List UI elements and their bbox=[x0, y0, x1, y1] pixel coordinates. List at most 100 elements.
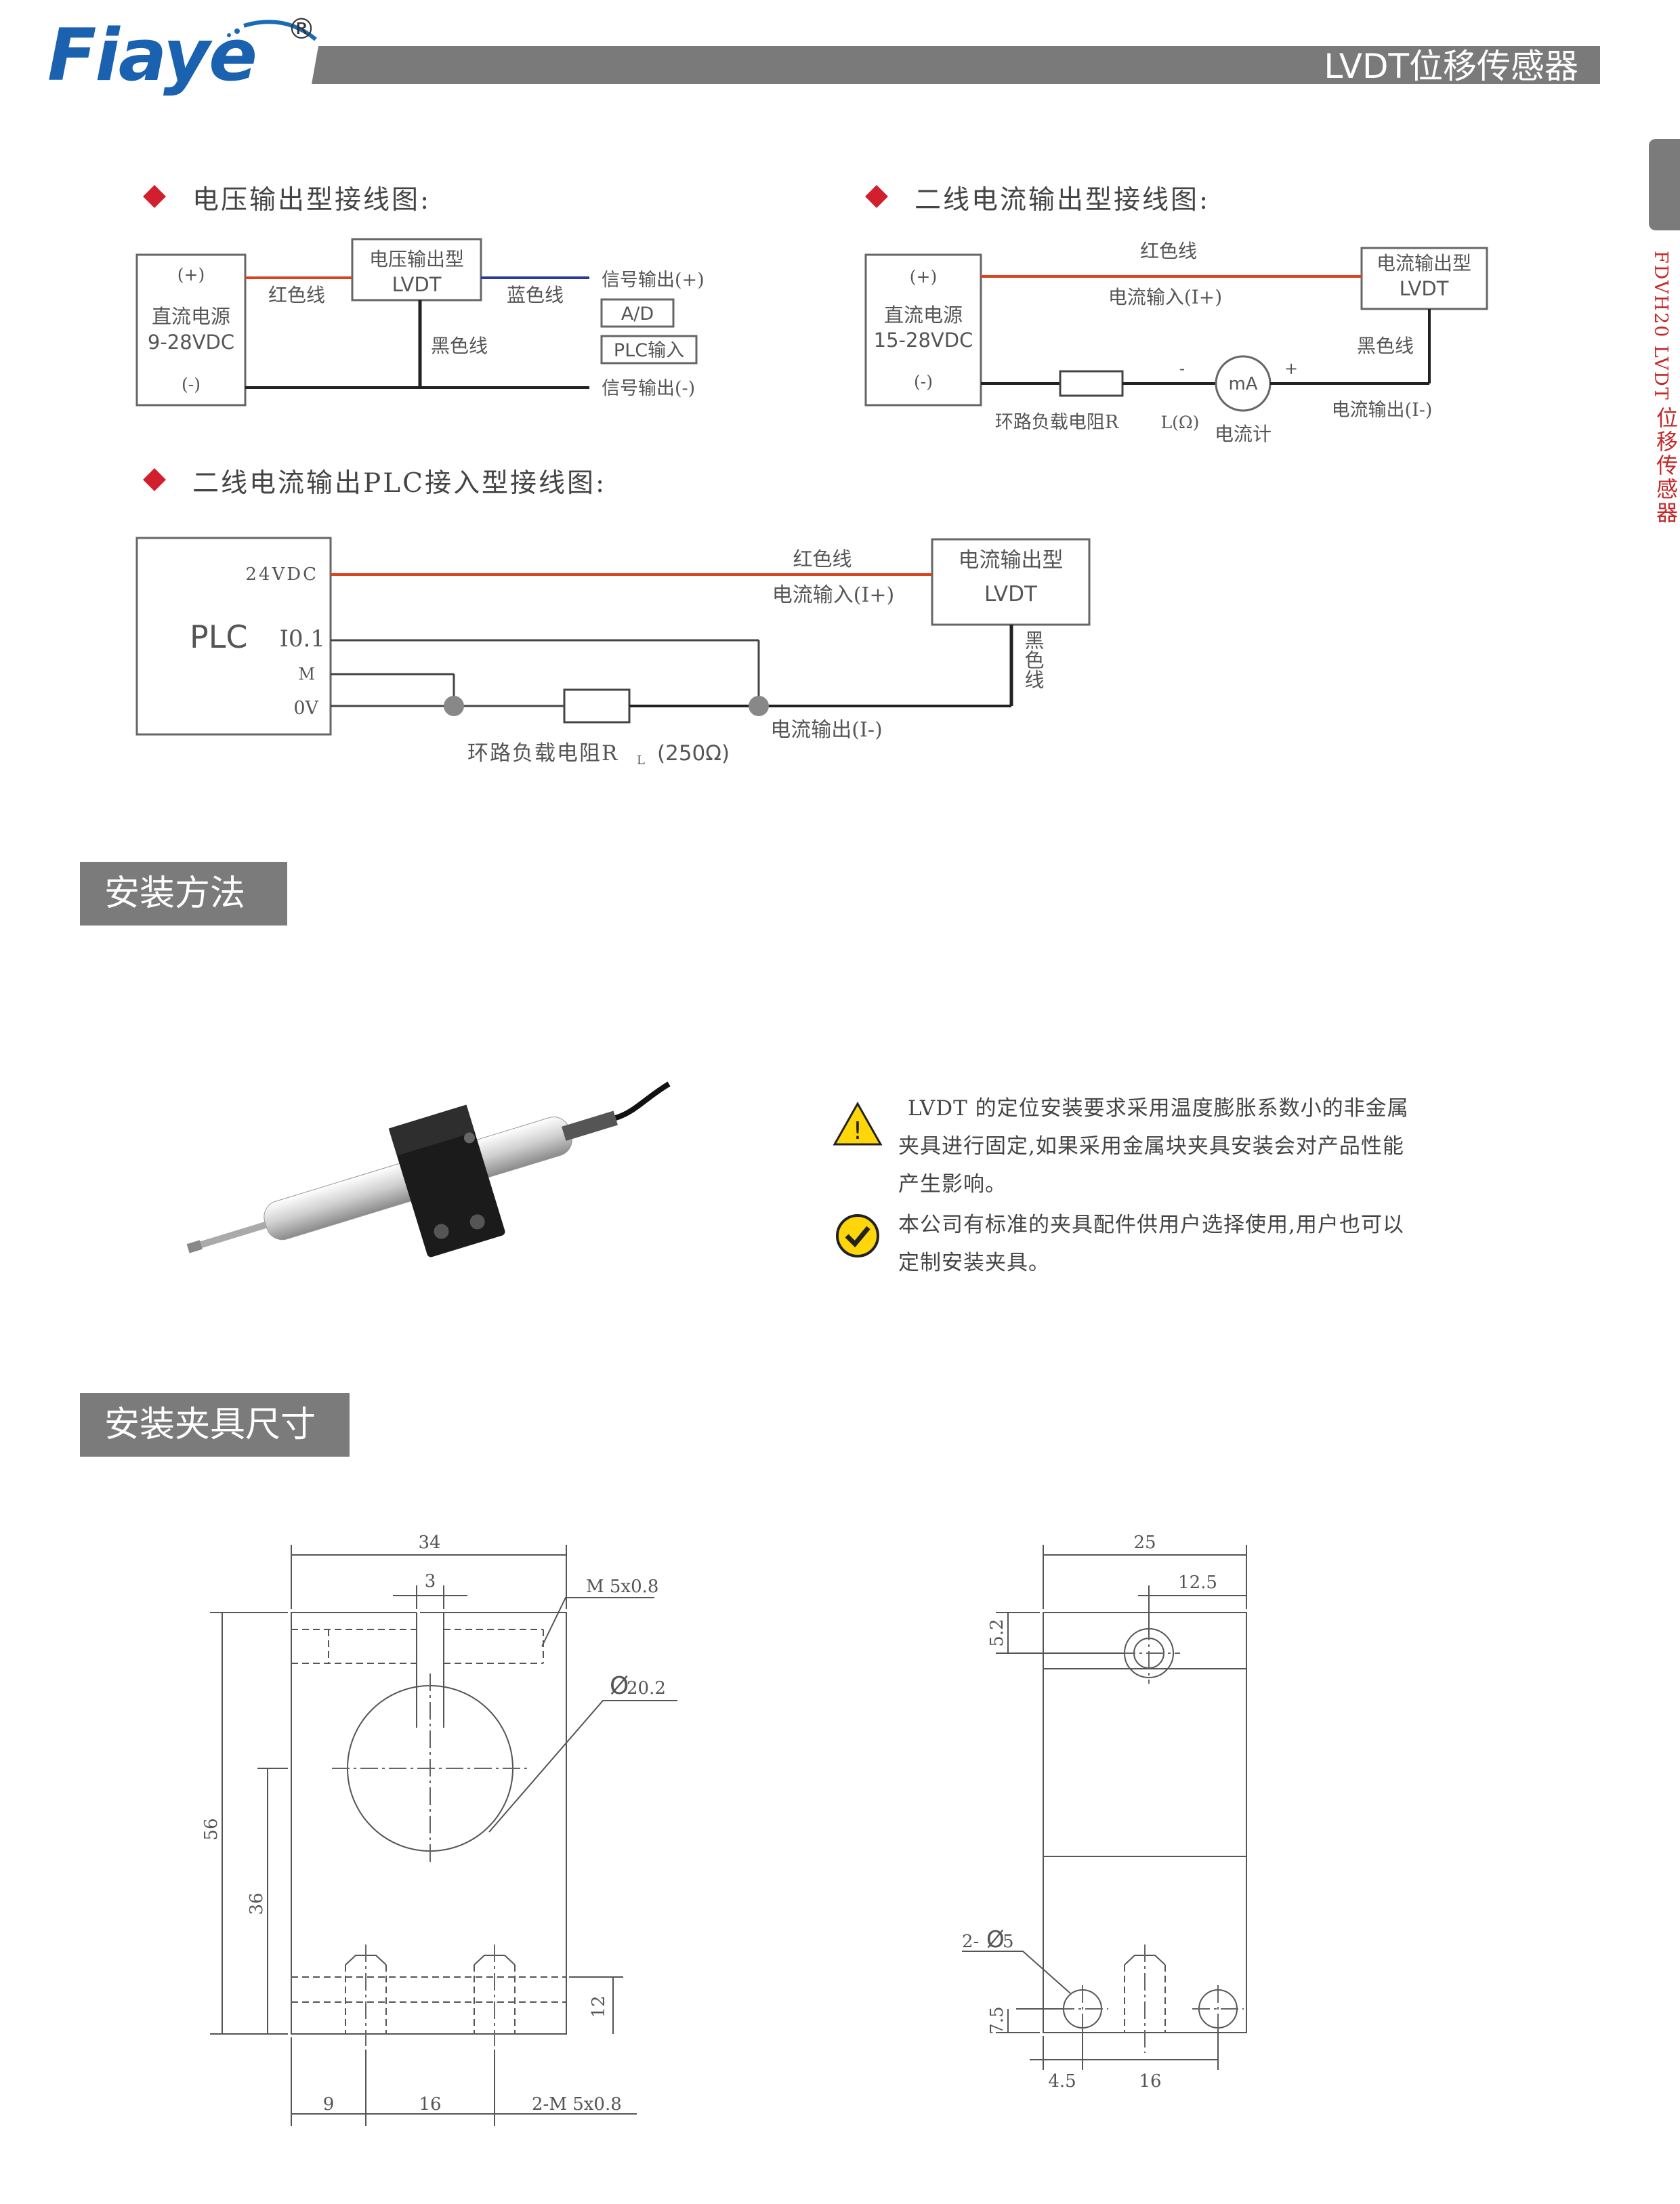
load-resistor-label: 环路负载电阻R bbox=[467, 741, 618, 766]
side-category: 位移传感器 bbox=[1653, 407, 1679, 525]
fixture-front-drawing: 34 3 M 5x0.8 Ø 20.2 56 36 12 9 16 2-M 5x… bbox=[201, 1533, 677, 2126]
current-wiring-diagram: (+) 直流电源 15-28VDC (-) 红色线 电流输入(I+) 电流输出型… bbox=[864, 240, 1488, 445]
diamond-icon bbox=[143, 468, 166, 491]
lvdt-type: 电流输出型 bbox=[1377, 252, 1471, 274]
warning-line: 夹具进行固定,如果采用金属块夹具安装会对产品性能 bbox=[898, 1134, 1404, 1159]
load-subscript: L bbox=[637, 753, 645, 768]
meter-label: mA bbox=[1228, 374, 1257, 394]
check-note: 本公司有标准的夹具配件供用户选择使用,用户也可以 定制安装夹具。 bbox=[898, 1206, 1481, 1282]
side-tab bbox=[1649, 139, 1680, 230]
supply-plus: (+) bbox=[910, 267, 937, 287]
load-resistor bbox=[1059, 370, 1124, 397]
dim-spacing: 16 bbox=[1139, 2071, 1161, 2092]
diamond-icon bbox=[143, 185, 166, 208]
black-wire-label: 黑色线 bbox=[1022, 630, 1045, 689]
dim-thread-bottom: 2-M 5x0.8 bbox=[532, 2094, 622, 2115]
dim-hole-height: 12 bbox=[589, 1995, 609, 2018]
plc-box bbox=[135, 537, 332, 736]
dim-width: 25 bbox=[1133, 1533, 1156, 1553]
junction-node bbox=[444, 696, 464, 716]
check-line: 本公司有标准的夹具配件供用户选择使用,用户也可以 bbox=[898, 1213, 1404, 1237]
brand-logo: Fiaye bbox=[47, 14, 257, 97]
ad-box bbox=[600, 298, 675, 328]
diameter-symbol-icon: Ø bbox=[610, 1672, 629, 1700]
page-title: LVDT位移传感器 bbox=[1324, 47, 1578, 86]
heading-current-wiring: 二线电流输出型接线图: bbox=[915, 185, 1211, 215]
registered-mark: ® bbox=[287, 12, 316, 45]
voltage-wiring-diagram: (+) 直流电源 9-28VDC (-) 红色线 电压输出型 LVDT 蓝色线 … bbox=[135, 238, 705, 407]
meter-name: 电流计 bbox=[1215, 423, 1272, 445]
header-graphic bbox=[227, 20, 1600, 84]
load-l-label: L(Ω) bbox=[1161, 413, 1200, 432]
dim-hole-dia: 5 bbox=[1003, 1932, 1014, 1952]
load-resistor bbox=[563, 688, 631, 724]
lvdt-label: LVDT bbox=[984, 582, 1038, 606]
pin-m: M bbox=[298, 665, 315, 684]
junction-node bbox=[749, 696, 769, 716]
pin-io: I0.1 bbox=[279, 625, 325, 652]
dim-offset: 4.5 bbox=[1048, 2071, 1076, 2092]
red-wire-label: 红色线 bbox=[1140, 240, 1197, 262]
warning-note: LVDT 的定位安装要求采用温度膨胀系数小的非金属 夹具进行固定,如果采用金属块… bbox=[898, 1089, 1481, 1203]
diamond-icon bbox=[865, 185, 888, 208]
warning-line: 产生影响。 bbox=[898, 1172, 1007, 1197]
check-line: 定制安装夹具。 bbox=[898, 1251, 1050, 1275]
dim-hole-depth: 5.2 bbox=[987, 1619, 1007, 1646]
blue-wire-label: 蓝色线 bbox=[507, 284, 564, 306]
plc-input-box bbox=[600, 335, 698, 365]
heading-plc-wiring: 二线电流输出PLC接入型接线图: bbox=[192, 468, 607, 499]
lvdt-type: 电流输出型 bbox=[959, 548, 1064, 573]
supply-minus: (-) bbox=[914, 372, 933, 392]
current-in-label: 电流输入(I+) bbox=[772, 583, 894, 607]
dim-thread-top: M 5x0.8 bbox=[586, 1577, 658, 1597]
supply-name: 直流电源 bbox=[884, 304, 963, 327]
warning-line: LVDT 的定位安装要求采用温度膨胀系数小的非金属 bbox=[908, 1096, 1409, 1121]
lvdt-box bbox=[351, 238, 482, 302]
load-resistor-label: 环路负载电阻R bbox=[995, 412, 1119, 433]
signal-minus: 信号输出(-) bbox=[602, 378, 695, 399]
meter-minus: - bbox=[1179, 359, 1185, 378]
dc-supply-box bbox=[135, 253, 247, 407]
red-wire-label: 红色线 bbox=[268, 284, 325, 306]
heading-voltage-wiring: 电压输出型接线图: bbox=[192, 185, 432, 215]
plc-wiring-diagram: PLC 24VDC I0.1 M 0V 红色线 电流输入(I+) 电流输出型 L… bbox=[135, 537, 1091, 768]
section-title-install: 安装方法 bbox=[80, 862, 287, 926]
supply-minus: (-) bbox=[182, 375, 201, 394]
dim-slot: 3 bbox=[425, 1571, 436, 1592]
lvdt-box bbox=[1360, 247, 1488, 310]
current-out-label: 电流输出(I-) bbox=[1332, 400, 1433, 421]
supply-plus: (+) bbox=[177, 265, 205, 285]
dim-bore: 20.2 bbox=[627, 1678, 666, 1699]
supply-name: 直流电源 bbox=[152, 305, 230, 328]
dim-height: 56 bbox=[201, 1818, 222, 1840]
meter-plus: + bbox=[1284, 359, 1298, 378]
pin-24v: 24VDC bbox=[245, 564, 318, 585]
dim-hole-height: 7.5 bbox=[987, 2006, 1007, 2034]
load-value: (250Ω) bbox=[657, 741, 730, 766]
current-in-label: 电流输入(I+) bbox=[1108, 286, 1222, 308]
fixture-side-drawing: 25 12.5 5.2 2- Ø 5 7.5 4.5 16 bbox=[962, 1533, 1247, 2092]
lvdt-label: LVDT bbox=[392, 273, 442, 296]
lvdt-label: LVDT bbox=[1400, 277, 1449, 300]
red-wire-label: 红色线 bbox=[793, 547, 852, 570]
check-icon bbox=[836, 1214, 879, 1257]
plc-input-label: PLC输入 bbox=[614, 340, 684, 361]
supply-voltage: 9-28VDC bbox=[148, 331, 234, 354]
supply-voltage: 15-28VDC bbox=[874, 329, 973, 352]
side-model: FDVH20 LVDT bbox=[1650, 251, 1671, 401]
lvdt-type: 电压输出型 bbox=[369, 248, 464, 270]
black-wire-label: 黑色线 bbox=[1357, 335, 1414, 357]
pin-0v: 0V bbox=[293, 698, 318, 719]
section-title-fixture: 安装夹具尺寸 bbox=[80, 1393, 350, 1457]
svg-text:!: ! bbox=[853, 1117, 862, 1145]
black-wire-label: 黑色线 bbox=[431, 335, 488, 357]
diameter-symbol-icon: Ø bbox=[986, 1926, 1005, 1953]
dim-center-height: 36 bbox=[247, 1892, 267, 1915]
dim-holes: 2- bbox=[962, 1932, 979, 1952]
header: Fiaye ® LVDT位移传感器 bbox=[0, 0, 1680, 102]
dim-width: 34 bbox=[418, 1533, 440, 1553]
signal-plus: 信号输出(+) bbox=[602, 270, 705, 291]
dim-hole-offset: 12.5 bbox=[1178, 1573, 1217, 1593]
lvdt-product-photo bbox=[186, 1081, 671, 1257]
dim-offset: 9 bbox=[323, 2094, 335, 2115]
